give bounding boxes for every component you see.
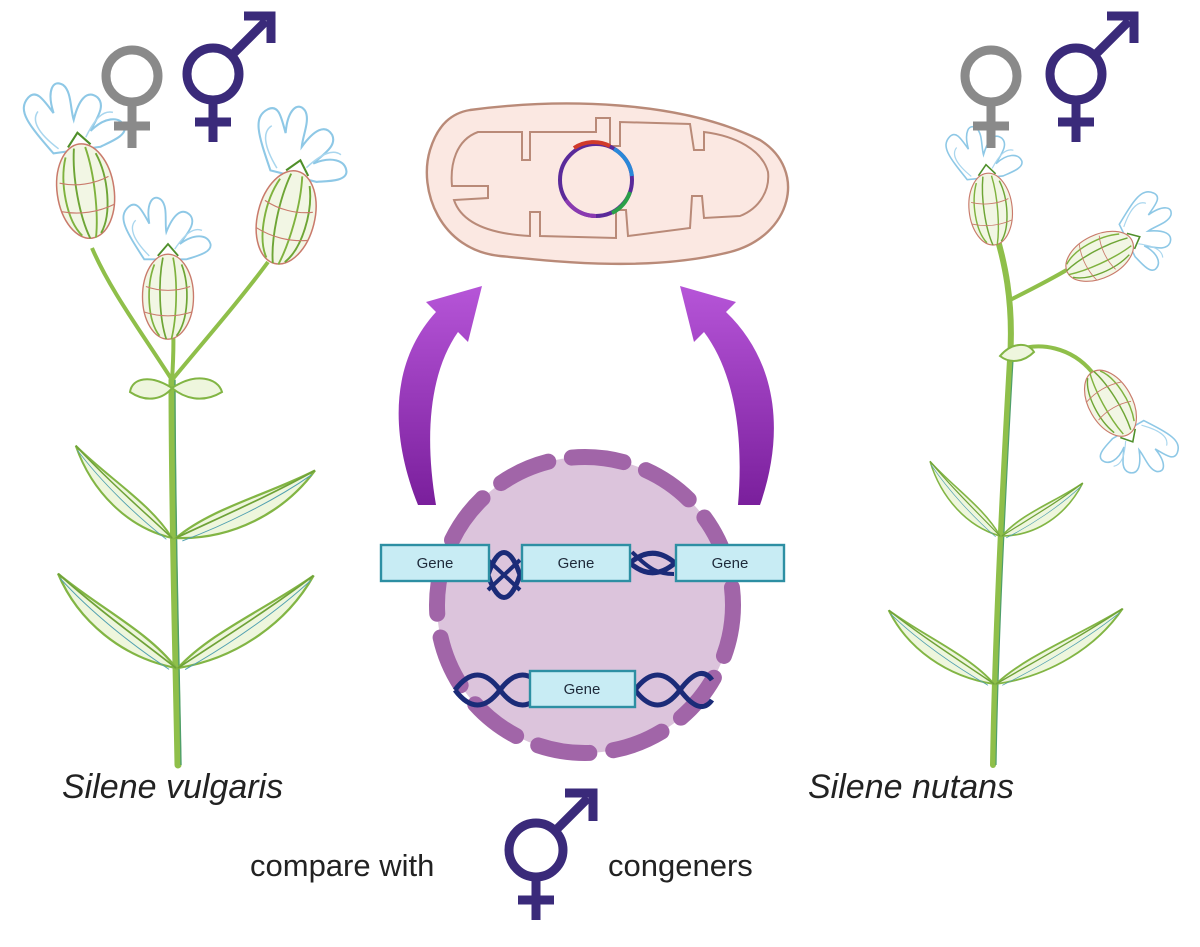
caption-congeners: congeners (608, 848, 753, 883)
hermaphrodite-symbol-icon (182, 11, 276, 142)
plant-silene-vulgaris (19, 73, 361, 769)
arrow-nucleus-to-mito-left (398, 286, 482, 505)
gene-label: Gene (417, 555, 454, 572)
nucleus (429, 449, 741, 761)
gene-label: Gene (712, 555, 749, 572)
arrow-nucleus-to-mito-right (680, 286, 774, 505)
caption-compare-with: compare with (250, 848, 435, 883)
dna-strand (485, 550, 677, 600)
female-symbol-icon (101, 45, 163, 148)
gene-box: Gene (520, 543, 632, 583)
species-label-right: Silene nutans (808, 768, 1015, 806)
gene-label: Gene (558, 555, 595, 572)
gene-label: Gene (564, 681, 601, 698)
gene-box: Gene (528, 669, 637, 709)
plant-silene-nutans (872, 121, 1192, 768)
hermaphrodite-symbol-icon (504, 788, 598, 920)
species-label-left: Silene vulgaris (62, 768, 284, 806)
female-symbol-icon (960, 45, 1022, 148)
gene-box: Gene (674, 543, 786, 583)
mitochondrion (425, 102, 790, 266)
hermaphrodite-symbol-icon (1045, 11, 1139, 142)
gene-box: Gene (379, 543, 491, 583)
